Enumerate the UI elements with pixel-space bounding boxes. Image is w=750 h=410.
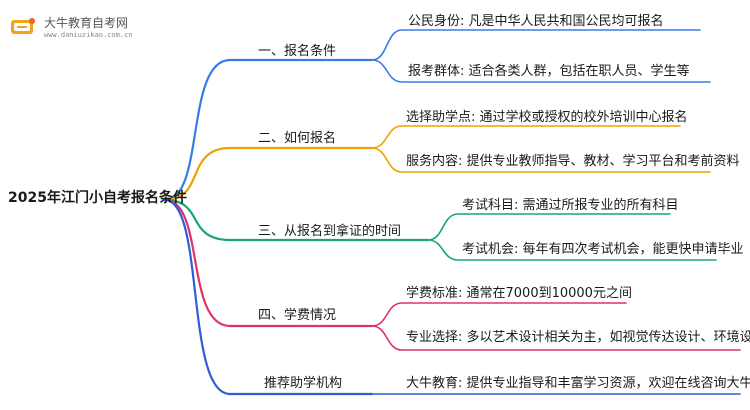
logo-subtitle: www.daniuzikao.com.cn bbox=[44, 31, 133, 39]
root-topic: 2025年江门小自考报名条件 bbox=[8, 190, 187, 206]
leaf-label: 服务内容: 提供专业教师指导、教材、学习平台和考前资料 bbox=[406, 154, 740, 169]
branch-label: 四、学费情况 bbox=[258, 308, 337, 323]
branch-label: 一、报名条件 bbox=[258, 44, 337, 59]
leaf-label: 报考群体: 适合各类人群，包括在职人员、学生等 bbox=[408, 64, 690, 79]
branch-connector bbox=[163, 58, 232, 202]
leaf-connector bbox=[371, 59, 711, 83]
logo-book-icon bbox=[11, 18, 35, 34]
leaf-label: 考试机会: 每年有四次考试机会，能更快申请毕业 bbox=[462, 242, 744, 257]
leaf-label: 公民身份: 凡是中华人民共和国公民均可报名 bbox=[408, 14, 664, 29]
leaf-label: 专业选择: 多以艺术设计相关为主，如视觉传达设计、环境设计等 bbox=[406, 330, 750, 345]
branch-label: 二、如何报名 bbox=[258, 131, 337, 146]
branch-label: 推荐助学机构 bbox=[264, 376, 343, 391]
branch-connector bbox=[163, 198, 232, 396]
branch-connector bbox=[163, 146, 232, 202]
branch-connector bbox=[163, 198, 232, 242]
leaf-connector bbox=[427, 239, 717, 261]
leaf-connector bbox=[371, 325, 741, 351]
leaf-label: 学费标准: 通常在7000到10000元之间 bbox=[406, 286, 632, 301]
branch-label: 三、从报名到拿证的时间 bbox=[258, 224, 402, 239]
leaf-connector bbox=[371, 302, 627, 327]
leaf-label: 大牛教育: 提供专业指导和丰富学习资源，欢迎在线咨询大牛老师 bbox=[406, 376, 750, 391]
logo-title: 大牛教育自考网 bbox=[44, 16, 129, 30]
leaf-label: 考试科目: 需通过所报专业的所有科目 bbox=[462, 198, 679, 213]
leaf-connector bbox=[371, 147, 711, 173]
leaf-connector bbox=[371, 125, 681, 149]
branch-connector bbox=[163, 198, 232, 328]
leaf-connector bbox=[427, 213, 671, 241]
leaf-label: 选择助学点: 通过学校或授权的校外培训中心报名 bbox=[406, 110, 688, 125]
logo: 大牛教育自考网 www.daniuzikao.com.cn bbox=[8, 10, 158, 46]
leaf-connector bbox=[371, 29, 701, 61]
